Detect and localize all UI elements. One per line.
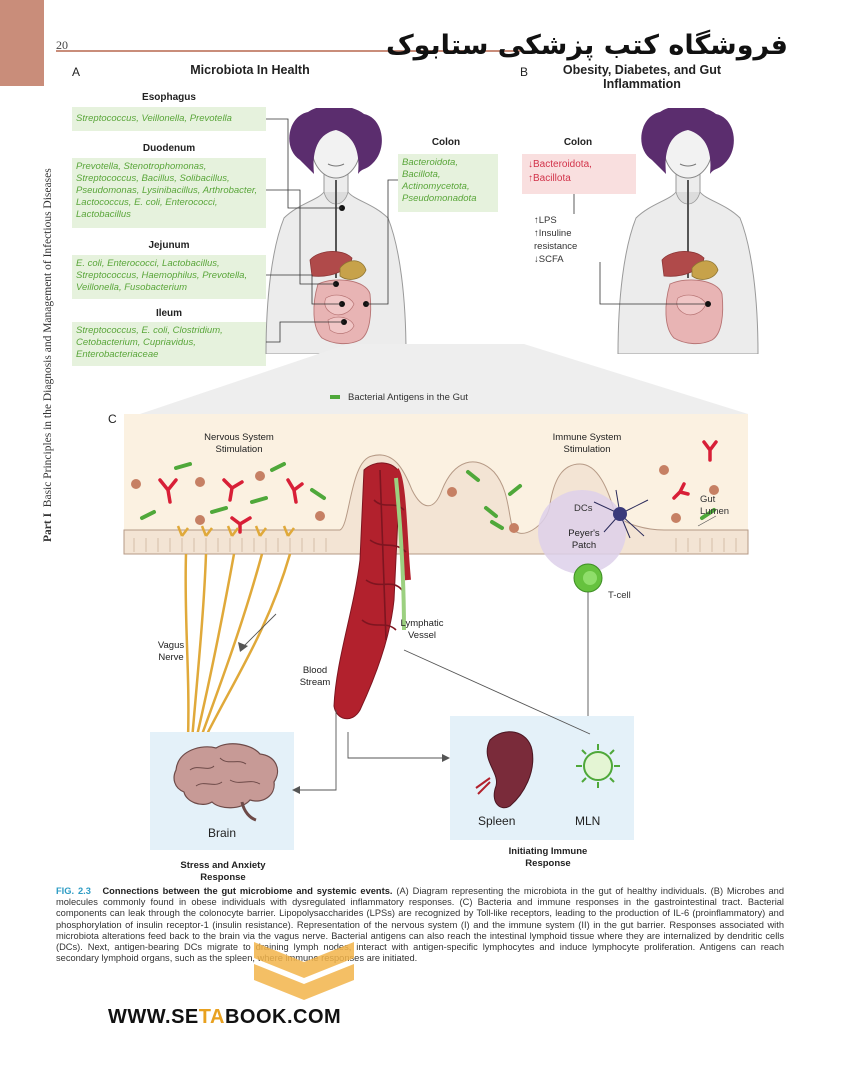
t-cell-label: T-cell (608, 590, 631, 601)
region-ileum: Ileum (155, 308, 183, 319)
stress-label: Stress and Anxiety Response (180, 860, 266, 883)
effect-scfa: ↓SCFA (534, 254, 564, 265)
blood-stream-label: Blood Stream (299, 665, 331, 688)
site-header: فروشگاه کتب پزشکی ستابوک (385, 30, 788, 61)
change-bacteroidota: ↓Bacteroidota, (528, 159, 592, 170)
effect-lps: ↑LPS (534, 215, 557, 226)
mln-label: MLN (575, 814, 601, 828)
panel-c-letter: C (108, 412, 117, 426)
region-colon: Colon (431, 137, 461, 148)
gut-lumen-label: Gut Lumen (700, 494, 730, 517)
panel-b-letter: B (520, 65, 529, 79)
panel-b-colon-label: Colon (563, 137, 593, 148)
region-duodenum: Duodenum (142, 143, 196, 154)
microbes-duodenum: Prevotella, Stenotrophomonas, Streptococ… (72, 158, 266, 228)
microbes-jejunum: E. coli, Enterococci, Lactobacillus, Str… (72, 255, 266, 299)
page-number: 20 (56, 38, 68, 52)
microbes-colon: Bacteroidota, Bacillota, Actinomycetota,… (398, 154, 498, 212)
effect-insulin: ↑Insuline resistance (534, 228, 578, 252)
initiating-label: Initiating Immune Response (508, 846, 588, 869)
change-bacillota: ↑Bacillota (528, 173, 571, 184)
brain-label: Brain (207, 826, 236, 840)
panel-b-title: Obesity, Diabetes, and Gut Inflammation (562, 63, 722, 91)
spleen-label: Spleen (478, 814, 516, 828)
website-prefix: WWW.SE (108, 1006, 199, 1028)
panel-c-diagram (123, 344, 749, 850)
running-head-part: Part I (42, 512, 54, 542)
antigen-legend-swatch (330, 395, 340, 399)
caption-fig-number: FIG. 2.3 (56, 886, 91, 896)
figure-caption: FIG. 2.3 Connections between the gut mic… (56, 886, 784, 964)
dcs-label: DCs (574, 503, 593, 514)
lymphatic-vessel-label: Lymphatic Vessel (400, 618, 444, 641)
microbes-esophagus: Streptococcus, Veillonella, Prevotella (72, 107, 266, 131)
vagus-nerve-label: Vagus Nerve (157, 640, 185, 663)
website-url[interactable]: WWW.SETABOOK.COM (108, 1006, 341, 1029)
region-jejunum: Jejunum (148, 240, 190, 251)
caption-text: (A) Diagram representing the microbiota … (56, 886, 784, 964)
panel-b-connectors (573, 194, 706, 305)
panel-b-effects: ↑LPS ↑Insuline resistance ↓SCFA (534, 214, 610, 266)
header-rule (56, 50, 521, 52)
panel-b-changes: ↓Bacteroidota, ↑Bacillota (522, 154, 636, 194)
corner-tab (0, 0, 44, 86)
setabook-logo-icon (254, 942, 354, 1000)
website-suffix: BOOK.COM (224, 1006, 342, 1028)
nervous-system-label: Nervous System Stimulation (204, 432, 274, 455)
caption-fig-title: Connections between the gut microbiome a… (102, 886, 393, 896)
antigen-legend-label: Bacterial Antigens in the Gut (348, 392, 468, 403)
region-esophagus: Esophagus (142, 92, 196, 103)
figure-b-body (617, 108, 759, 354)
immune-system-label: Immune System Stimulation (552, 432, 622, 455)
peyers-patch-label: Peyer's Patch (568, 528, 600, 551)
figure-a-body (265, 108, 407, 354)
panel-a-title: Microbiota In Health (190, 63, 310, 77)
microbes-ileum: Streptococcus, E. coli, Clostridium, Cet… (72, 322, 266, 366)
panel-a-connectors (266, 118, 398, 343)
panel-a-letter: A (72, 65, 81, 79)
website-highlight: TA (198, 1006, 225, 1028)
